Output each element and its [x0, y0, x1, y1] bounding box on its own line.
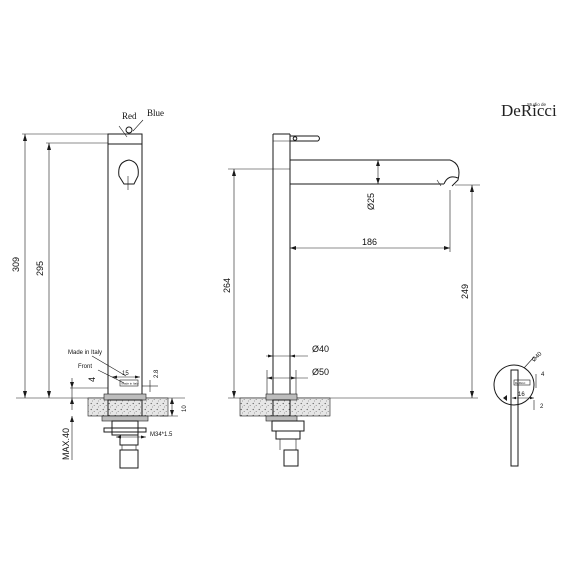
- logo-small-text: Studio de: [527, 102, 547, 107]
- dim-186-text: 186: [362, 237, 377, 247]
- dim-15-arrow-left: [112, 375, 117, 379]
- front-fixing-washer: [265, 415, 298, 422]
- dim-d40-arrow-left: [268, 354, 273, 358]
- dim-4-arrow-bottom: [70, 398, 74, 404]
- detail-plaque: [513, 379, 531, 386]
- front-fixing-nut: [275, 430, 301, 440]
- detail-lever: [510, 369, 519, 467]
- side-countertop: [87, 397, 169, 417]
- side-fixing-washer: [101, 415, 149, 422]
- dim-10-text: 10: [182, 405, 188, 412]
- dim-295-text: 295: [35, 261, 45, 276]
- dim-thread-text: M34*1.5: [150, 432, 173, 438]
- side-shank-lower: [119, 449, 139, 469]
- side-base-flange: [103, 393, 147, 401]
- dim-10-arrow-bottom: [170, 410, 174, 416]
- logo-text: DeRicci: [501, 101, 557, 120]
- label-made-in-italy: Made in Italy: [68, 350, 102, 356]
- side-view: Red Blue 309 295 4 Made in Italy Front M…: [11, 108, 188, 469]
- dim-d50-text: Ø50: [312, 367, 329, 377]
- dim-4-arrow-top: [70, 382, 74, 388]
- dim-10-arrow-top: [170, 398, 174, 404]
- leader-red: [118, 125, 128, 138]
- brand-logo: Studio de DeRicci: [501, 101, 557, 120]
- side-spout-profile: [118, 159, 139, 185]
- detail-plaque-text: DeRicci: [515, 381, 526, 385]
- label-blue: Blue: [147, 108, 164, 118]
- dim-264-arrow-top: [232, 169, 236, 176]
- front-fixing-bracket: [271, 420, 305, 432]
- dim-186-arrow-left: [290, 246, 296, 250]
- dim-d50-arrow-right: [291, 376, 296, 380]
- detail-4-text: 4: [541, 372, 545, 378]
- front-aerator-line: [436, 179, 442, 187]
- plaque-text: Made in Italy: [122, 382, 140, 386]
- front-countertop: [239, 397, 331, 417]
- dim-249-arrow-bottom: [470, 391, 474, 398]
- side-knob-circle: [125, 126, 133, 134]
- front-lever-pivot: [292, 136, 298, 141]
- front-lever-tip: [317, 135, 320, 142]
- detail-view: DeRicci Ø40 4 16 2: [493, 351, 545, 467]
- dim-264-text: 264: [222, 278, 232, 293]
- dim-249-text: 249: [460, 284, 470, 299]
- front-shank-lower: [283, 449, 299, 467]
- dim-d25-arrow-top: [376, 160, 380, 166]
- dim-309-text: 309: [11, 257, 21, 272]
- dim-d25-text: Ø25: [366, 193, 376, 210]
- dim-thread-arrow-right: [141, 435, 146, 439]
- dim-15-arrow-right: [135, 375, 140, 379]
- dim-295-arrow-top: [47, 143, 51, 150]
- front-base-flange: [265, 393, 298, 401]
- detail-d40-leader: [523, 356, 535, 369]
- detail-marker-arrow: [503, 395, 507, 401]
- dim-309-arrow-bottom: [23, 391, 27, 398]
- front-view: Ø25 186 264 249 Ø40 Ø50: [222, 133, 480, 467]
- front-spout-curve: [449, 159, 460, 187]
- side-handle-top: [107, 133, 143, 145]
- dim-295-arrow-bottom: [47, 391, 51, 398]
- detail-base-circle: [493, 364, 535, 406]
- detail-2-text: 2: [540, 404, 544, 410]
- dim-2-8-text: 2.8: [154, 369, 160, 378]
- dim-d25-arrow-bottom: [376, 178, 380, 184]
- side-fixing-bracket: [103, 427, 147, 433]
- dim-d40-arrow-right: [290, 354, 295, 358]
- front-spout-outlet: [443, 176, 459, 185]
- dim-d50-arrow-left: [267, 376, 272, 380]
- detail-16-text: 16: [518, 392, 525, 398]
- detail-d40-text: Ø40: [531, 351, 544, 364]
- made-in-italy-plaque: [119, 379, 139, 387]
- dim-249-arrow-top: [470, 185, 474, 192]
- detail-16-arrow-right: [530, 396, 534, 400]
- label-front: Front: [78, 364, 92, 370]
- label-red: Red: [122, 111, 137, 121]
- leader-made-in-italy: [91, 355, 127, 377]
- dim-max40-text: MAX.40: [61, 428, 71, 460]
- dim-264-arrow-bottom: [232, 391, 236, 398]
- dim-max40-arrow-top: [70, 416, 74, 422]
- side-shank-upper: [119, 434, 139, 446]
- dim-4-text: 4: [87, 377, 97, 382]
- detail-16-arrow-left: [512, 396, 516, 400]
- leader-front: [97, 369, 125, 384]
- dim-15-text: 15: [122, 371, 129, 377]
- dim-d40-text: Ø40: [312, 344, 329, 354]
- dim-thread-arrow-left: [116, 435, 121, 439]
- dim-186-arrow-right: [444, 246, 450, 250]
- dim-309-arrow-top: [23, 134, 27, 141]
- leader-blue: [132, 119, 144, 132]
